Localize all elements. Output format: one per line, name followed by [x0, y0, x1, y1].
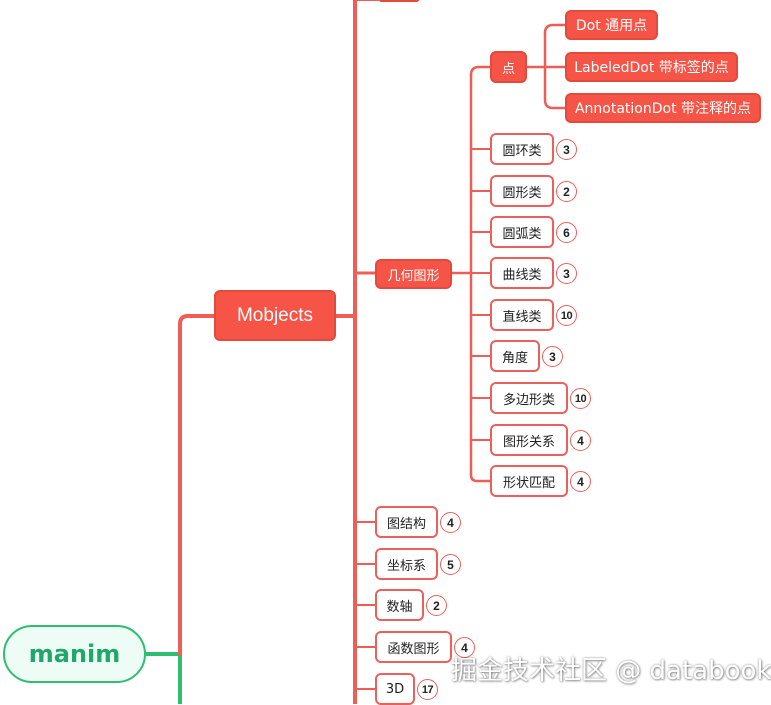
geometry-leaf-circle[interactable]: 圆形类 — [490, 175, 554, 207]
leaf-label: 3D — [385, 681, 405, 697]
leaf-label: 图结构 — [386, 516, 426, 532]
geometry-leaf-curve[interactable]: 曲线类 — [490, 257, 554, 289]
sibling-coordinate-system[interactable]: 坐标系 — [375, 548, 438, 580]
count-badge: 4 — [440, 512, 461, 533]
count-badge: 4 — [454, 637, 475, 658]
labeled-dot-item-label: LabeledDot 带标签的点 — [574, 60, 729, 76]
partial-node-top[interactable] — [378, 0, 420, 2]
count-badge: 2 — [556, 181, 577, 202]
leaf-label: 多边形类 — [502, 392, 555, 408]
count-badge: 17 — [417, 679, 438, 700]
leaf-label: 圆形类 — [502, 185, 542, 201]
labeled-dot-item-node[interactable]: LabeledDot 带标签的点 — [565, 52, 738, 82]
leaf-label: 直线类 — [502, 309, 542, 325]
count-badge: 5 — [440, 554, 461, 575]
mobjects-label: Mobjects — [236, 304, 314, 326]
sibling-number-line[interactable]: 数轴 — [375, 589, 424, 621]
leaf-label: 坐标系 — [386, 558, 426, 574]
count-badge: 10 — [556, 305, 577, 326]
geometry-leaf-shape-match[interactable]: 形状匹配 — [490, 465, 568, 497]
count-badge: 3 — [556, 263, 577, 284]
dot-group-label: 点 — [501, 61, 515, 77]
count-badge: 10 — [570, 388, 591, 409]
leaf-label: 圆环类 — [502, 143, 542, 159]
geometry-leaf-relation[interactable]: 图形关系 — [490, 424, 568, 456]
leaf-label: 图形关系 — [502, 434, 555, 450]
leaf-label: 形状匹配 — [502, 475, 555, 491]
count-badge: 3 — [556, 139, 577, 160]
mobjects-node[interactable]: Mobjects — [214, 290, 336, 341]
leaf-label: 曲线类 — [502, 267, 542, 283]
watermark-text: 掘金技术社区 @ databook — [451, 656, 771, 686]
dot-group-node[interactable]: 点 — [490, 51, 527, 83]
count-badge: 2 — [426, 595, 447, 616]
leaf-label: 角度 — [501, 350, 528, 366]
sibling-function-graph[interactable]: 函数图形 — [375, 631, 452, 663]
geometry-leaf-ring[interactable]: 圆环类 — [490, 133, 554, 165]
sibling-3d[interactable]: 3D — [375, 673, 415, 705]
root-label: manim — [28, 640, 121, 668]
leaf-label: 函数图形 — [387, 641, 440, 657]
root-node-manim[interactable]: manim — [3, 625, 146, 683]
geometry-leaf-polygon[interactable]: 多边形类 — [490, 382, 568, 414]
geometry-leaf-angle[interactable]: 角度 — [490, 340, 540, 372]
geometry-node[interactable]: 几何图形 — [375, 259, 452, 289]
count-badge: 4 — [570, 471, 591, 492]
annotation-dot-item-label: AnnotationDot 带注释的点 — [574, 101, 752, 117]
dot-item-node[interactable]: Dot 通用点 — [565, 10, 658, 40]
geometry-leaf-line[interactable]: 直线类 — [490, 299, 554, 331]
leaf-label: 圆弧类 — [502, 226, 542, 242]
geometry-leaf-arc[interactable]: 圆弧类 — [490, 216, 554, 248]
leaf-label: 数轴 — [386, 599, 413, 615]
count-badge: 4 — [570, 430, 591, 451]
sibling-graph-structure[interactable]: 图结构 — [375, 506, 438, 538]
count-badge: 3 — [542, 346, 563, 367]
dot-item-label: Dot 通用点 — [575, 18, 648, 34]
count-badge: 6 — [556, 222, 577, 243]
annotation-dot-item-node[interactable]: AnnotationDot 带注释的点 — [565, 93, 761, 123]
geometry-label: 几何图形 — [387, 268, 440, 284]
